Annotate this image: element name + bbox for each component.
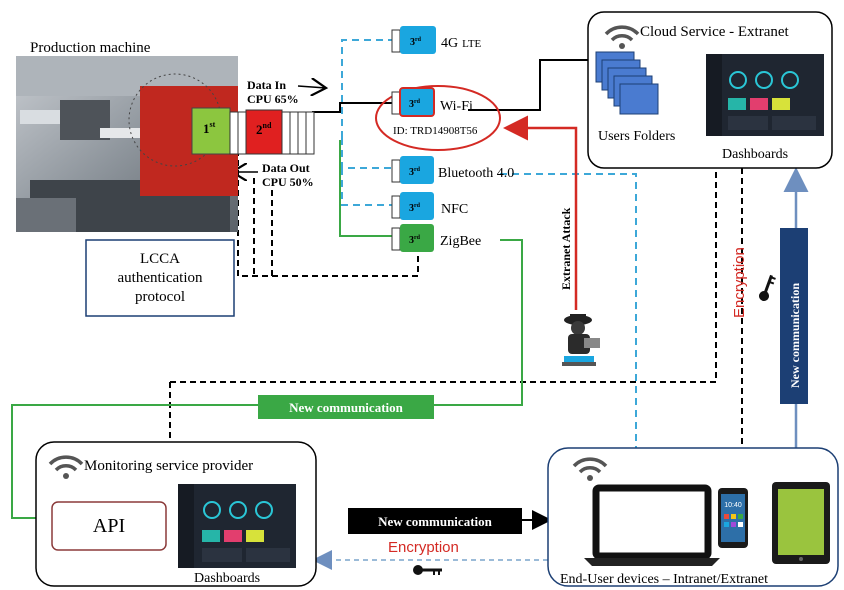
- production-machine-title: Production machine: [30, 40, 151, 56]
- module-sup: 3: [410, 37, 415, 48]
- data-in-cpu: CPU 65%: [247, 92, 299, 106]
- api-label: API: [93, 515, 125, 537]
- new-comm-vertical-label: New communication: [788, 283, 802, 388]
- encryption-vertical-label: Encryption: [731, 247, 748, 318]
- users-folders-label: Users Folders: [598, 129, 675, 144]
- svg-text:3rd: 3rd: [409, 203, 421, 214]
- cloud-dashboard-thumbnail: [706, 54, 824, 136]
- monitoring-provider-box: Monitoring service provider API Dashboar…: [35, 441, 317, 587]
- laptop-icon: [584, 484, 720, 566]
- monitoring-dashboards-label: Dashboards: [194, 571, 260, 586]
- bluetooth-label: Bluetooth 4.0: [438, 166, 514, 181]
- lcca-line2: authentication: [118, 270, 203, 286]
- first-label: 1: [203, 121, 210, 136]
- svg-text:3rd: 3rd: [409, 167, 421, 178]
- monitoring-title: Monitoring service provider: [84, 458, 253, 474]
- module-sup: 3: [409, 203, 414, 214]
- lcca-line1: LCCA: [140, 251, 180, 267]
- svg-text:1st: 1st: [203, 120, 216, 136]
- cloud-dashboards-label: Dashboards: [722, 147, 788, 162]
- module-sup: 3: [409, 167, 414, 178]
- wifi-icon: [604, 25, 640, 49]
- lcca-protocol-box: LCCA authentication protocol: [85, 239, 235, 317]
- module-sup: 3: [409, 235, 414, 246]
- tablet-icon: [772, 482, 830, 564]
- production-machine: Production machine 1st 2nd: [16, 40, 315, 232]
- module-wifi: 3rd Wi-Fi ID: TRD14908T56: [375, 85, 501, 151]
- phone-icon: 10:40: [718, 488, 748, 548]
- wifi-icon: [48, 455, 84, 479]
- wifi-label: Wi-Fi: [440, 99, 473, 114]
- svg-text:2nd: 2nd: [256, 121, 272, 137]
- module-sup-suffix: rd: [414, 203, 421, 209]
- cloud-title: Cloud Service - Extranet: [640, 24, 790, 40]
- data-out-label: Data Out: [262, 161, 310, 175]
- end-user-title: End-User devices – Intranet/Extranet: [560, 572, 768, 587]
- module-zigbee: 3rd ZigBee: [391, 224, 481, 252]
- end-user-devices-box: 10:40 End-User devices – Intranet/Extran…: [547, 447, 839, 587]
- cloud-service-box: Cloud Service - Extranet Users Folders D…: [587, 11, 833, 169]
- svg-text:3rd: 3rd: [410, 37, 422, 48]
- first-sup: st: [210, 120, 216, 129]
- key-icon: [759, 274, 776, 301]
- nfc-label: NFC: [441, 202, 468, 217]
- new-comm-green-label: New communication: [289, 400, 404, 415]
- module-bluetooth: 3rd Bluetooth 4.0: [391, 156, 514, 184]
- data-in-label: Data In: [247, 78, 286, 92]
- new-comm-black-label: New communication: [378, 514, 493, 529]
- extranet-attack: Extranet Attack: [559, 207, 600, 366]
- module-sup-suffix: rd: [414, 235, 421, 241]
- users-folders-icon: [595, 51, 659, 115]
- lte-suffix: LTE: [462, 38, 481, 50]
- lte-label: 4G LTE: [441, 36, 482, 51]
- second-sup: nd: [263, 121, 272, 130]
- lcca-line3: protocol: [135, 289, 185, 305]
- new-communication-black: New communication: [348, 508, 522, 534]
- module-chain: 1st 2nd: [191, 107, 315, 155]
- extranet-attack-label: Extranet Attack: [559, 207, 573, 290]
- phone-clock: 10:40: [724, 502, 742, 509]
- svg-text:3rd: 3rd: [409, 235, 421, 246]
- new-communication-green: New communication: [258, 395, 434, 419]
- module-sup: 3: [409, 99, 414, 110]
- zigbee-label: ZigBee: [440, 234, 481, 249]
- lte-main: 4G: [441, 36, 458, 51]
- svg-text:3rd: 3rd: [409, 99, 421, 110]
- module-4g-lte: 3rd 4G LTE: [391, 26, 482, 54]
- encryption-bottom-label: Encryption: [388, 539, 459, 556]
- monitoring-dashboard-thumbnail: [178, 484, 296, 568]
- module-sup-suffix: rd: [414, 99, 421, 105]
- hacker-icon: [562, 314, 600, 366]
- second-label: 2: [256, 122, 263, 137]
- wifi-id: ID: TRD14908T56: [393, 125, 478, 137]
- production-machine-photo: [16, 56, 238, 232]
- module-nfc: 3rd NFC: [391, 192, 468, 220]
- new-communication-vertical: New communication: [780, 228, 808, 404]
- module-sup-suffix: rd: [415, 37, 422, 43]
- module-sup-suffix: rd: [414, 167, 421, 173]
- data-out-cpu: CPU 50%: [262, 175, 314, 189]
- api-box: [51, 501, 167, 551]
- key-icon: [413, 565, 442, 575]
- wifi-icon: [572, 457, 608, 481]
